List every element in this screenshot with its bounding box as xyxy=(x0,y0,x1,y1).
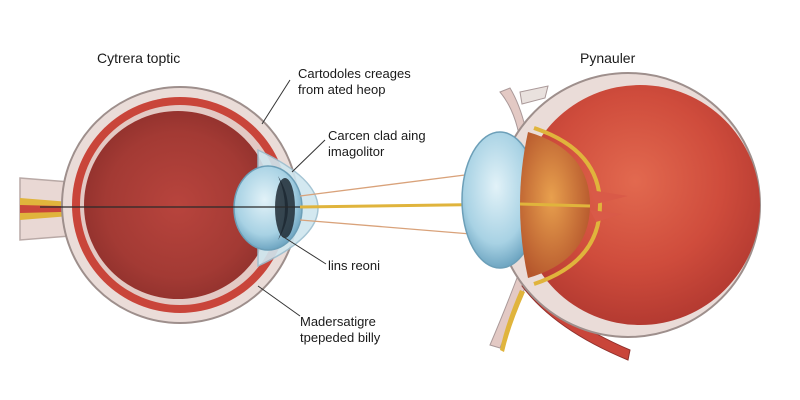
label-middle: Carcen clad aing imagolitor xyxy=(328,128,426,160)
label-lens: lins reoni xyxy=(328,258,381,273)
label-middle-line-1: Carcen clad aing xyxy=(328,128,426,143)
right-eye xyxy=(461,72,761,361)
right-eye-title: Pynauler xyxy=(580,50,636,66)
label-top: Cartodoles creages from ated heop xyxy=(298,66,411,98)
left-eye-title: Cytrera toptic xyxy=(97,50,181,66)
label-bottom: Madersatigre tpepeded billy xyxy=(300,314,380,346)
label-bottom-line-2: tpepeded billy xyxy=(300,330,381,345)
leader-lines xyxy=(257,79,327,317)
label-bottom-line-1: Madersatigre xyxy=(300,314,376,329)
label-top-line-1: Cartodoles creages xyxy=(298,66,411,81)
left-vitreous xyxy=(84,111,272,299)
label-middle-line-2: imagolitor xyxy=(328,144,385,159)
label-top-line-2: from ated heop xyxy=(298,82,386,97)
right-globe xyxy=(520,85,760,325)
left-eye xyxy=(19,86,319,324)
